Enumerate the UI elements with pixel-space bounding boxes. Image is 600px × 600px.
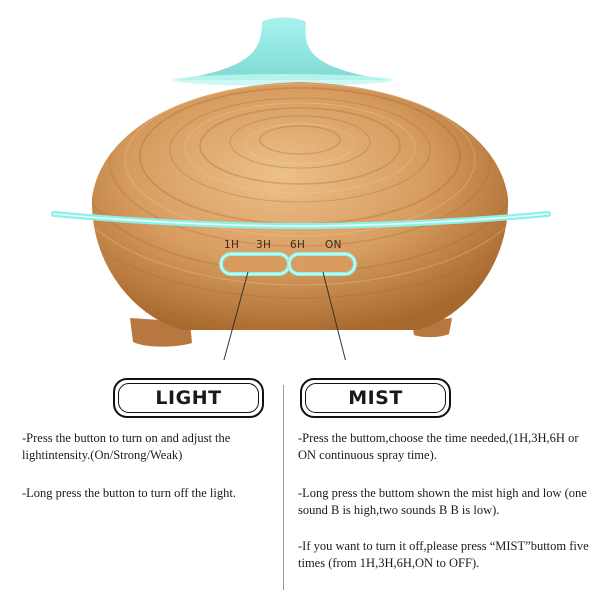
timer-label-on: ON [325,239,342,251]
light-label: LIGHT [155,387,222,409]
diffuser-product-illustration: 1H 3H 6H ON [51,17,551,360]
timer-label-6h: 6H [290,239,305,251]
light-instruction-long-press: -Long press the button to turn off the l… [22,486,236,500]
light-control-button[interactable] [219,252,291,276]
mist-instruction-press: -Press the buttom,choose the time needed… [298,431,579,462]
light-label-box: LIGHT [113,378,264,418]
timer-label-1h: 1H [224,239,239,251]
mist-pointer-line [322,271,346,360]
mist-label: MIST [348,387,403,409]
light-pointer-line [223,271,249,360]
mist-control-button[interactable] [287,252,357,276]
diffuser-nozzle [176,17,388,80]
light-instruction-press: -Press the button to turn on and adjust … [22,431,231,462]
column-divider [283,385,284,590]
diffuser-body [91,82,509,330]
nozzle-glow [173,74,393,86]
timer-label-3h: 3H [256,239,271,251]
mist-label-box: MIST [300,378,451,418]
wood-grain-highlights [91,82,509,286]
mist-instruction-long-press: -Long press the buttom shown the mist hi… [298,486,587,517]
mist-instruction-turn-off: -If you want to turn it off,please press… [298,539,589,570]
